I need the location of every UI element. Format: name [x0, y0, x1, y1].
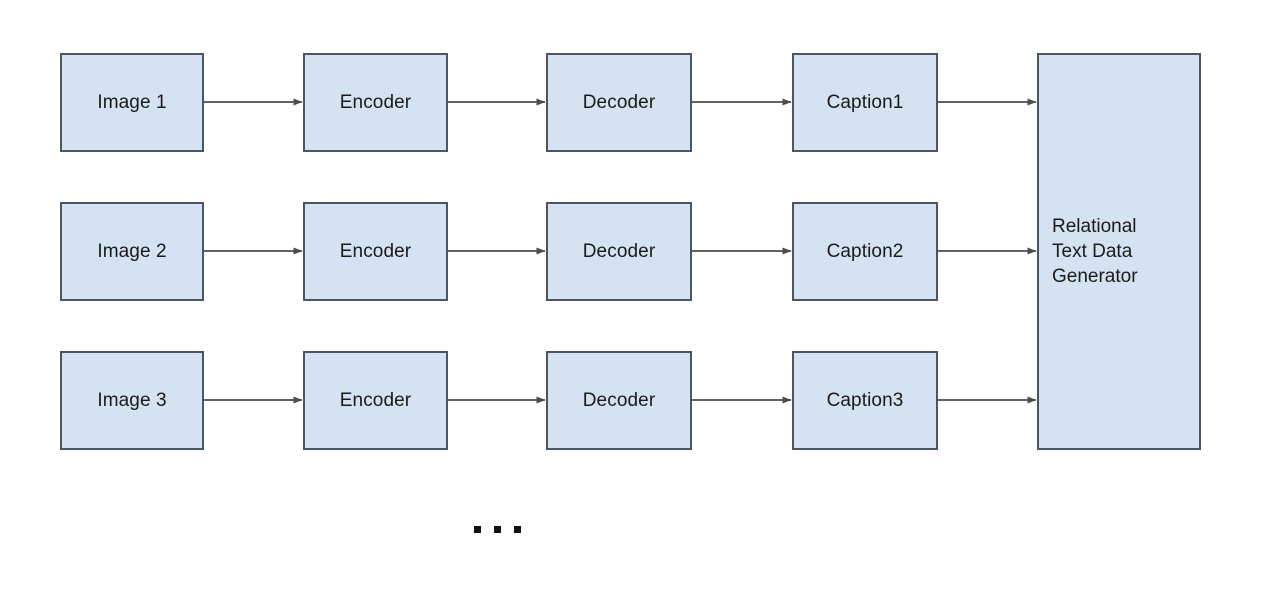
image-node-1-label: Image 1: [97, 91, 167, 113]
decoder-node-1[interactable]: Decoder: [546, 53, 692, 152]
decoder-node-2-label: Decoder: [582, 240, 656, 262]
caption-node-1-label: Caption1: [826, 91, 904, 113]
ellipsis-dot-2: [494, 526, 501, 533]
encoder-node-1[interactable]: Encoder: [303, 53, 448, 152]
encoder-node-2[interactable]: Encoder: [303, 202, 448, 301]
ellipsis-dot-3: [514, 526, 521, 533]
decoder-node-1-label: Decoder: [582, 91, 656, 113]
encoder-node-1-label: Encoder: [339, 91, 412, 113]
image-node-2-label: Image 2: [97, 240, 167, 262]
decoder-node-3[interactable]: Decoder: [546, 351, 692, 450]
decoder-node-2[interactable]: Decoder: [546, 202, 692, 301]
image-node-2[interactable]: Image 2: [60, 202, 204, 301]
encoder-node-2-label: Encoder: [339, 240, 412, 262]
encoder-node-3-label: Encoder: [339, 389, 412, 411]
image-node-3[interactable]: Image 3: [60, 351, 204, 450]
caption-node-2[interactable]: Caption2: [792, 202, 938, 301]
relational-text-data-generator-label: Relational Text Data Generator: [1052, 216, 1138, 287]
caption-node-3-label: Caption3: [826, 389, 904, 411]
image-node-3-label: Image 3: [97, 389, 167, 411]
caption-node-2-label: Caption2: [826, 240, 904, 262]
caption-node-1[interactable]: Caption1: [792, 53, 938, 152]
image-node-1[interactable]: Image 1: [60, 53, 204, 152]
caption-node-3[interactable]: Caption3: [792, 351, 938, 450]
decoder-node-3-label: Decoder: [582, 389, 656, 411]
encoder-node-3[interactable]: Encoder: [303, 351, 448, 450]
continuation-ellipsis: [474, 526, 521, 533]
ellipsis-dot-1: [474, 526, 481, 533]
relational-text-data-generator-node[interactable]: Relational Text Data Generator: [1037, 53, 1201, 450]
